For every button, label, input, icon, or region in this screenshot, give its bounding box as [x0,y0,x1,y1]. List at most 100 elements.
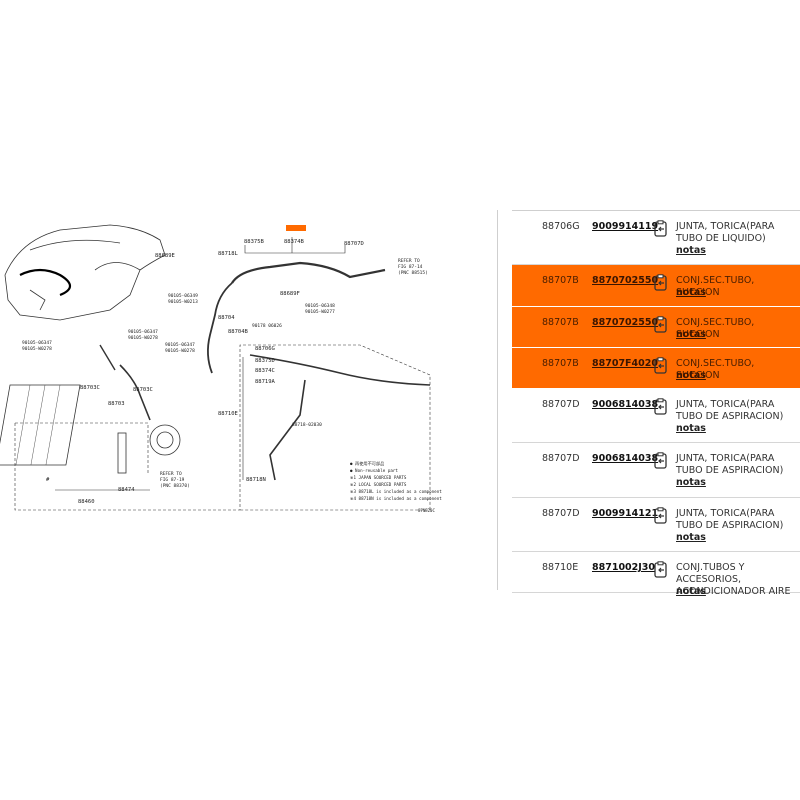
label-90105-w0278a: 90105-W0278 [128,335,158,341]
notes-link[interactable]: notas [676,423,706,434]
part-number-link[interactable]: 9009914121 [592,508,659,519]
label-88704: 88704 [218,315,235,321]
ref-code: 88710E [542,562,579,573]
label-88718-02030: 88718-02030 [292,422,322,428]
car-outline [4,224,166,321]
part-description: CONJ.SEC.TUBO, SUCCION [676,275,755,298]
part-number-link[interactable]: 9009914119 [592,221,659,232]
part-number-link[interactable]: 8870702550 [592,317,659,328]
car-wheel-arch [94,262,141,271]
notes-link[interactable]: notas [676,287,706,298]
label-90105-06348: 90105-06348 [305,303,335,309]
part-description: CONJ.SEC.TUBO, SUCCION [676,317,755,340]
condenser [0,384,81,466]
diagram-frame [14,344,431,511]
label-88710E: 88710E [218,411,238,417]
label-88374B: 88374B [284,239,305,245]
legend-line-6: ※4 88718N is included as a component [350,496,442,501]
callout-88707B [286,225,306,231]
label-90105-06347a: 90105-06347 [128,329,158,335]
label-90105-w0278b: 90105-W0278 [22,346,52,352]
parts-diagram: 88689E 88718L 88375B 88374B 88707D REFER… [0,224,442,513]
label-88707D: 88707D [344,241,364,247]
label-refer2b: FIG 87-19 [160,477,185,483]
part-number-link[interactable]: 8870702550 [592,275,659,286]
parts-row: 88707D 9006814038 JUNTA, TORICA(PARA TUBO … [512,389,800,443]
cart-add-icon[interactable] [652,561,670,579]
label-refer1c: (PNC 88515) [398,270,428,276]
label-88719A: 88719A [255,379,276,385]
part-number-link[interactable]: 88707F4020 [592,358,658,369]
ref-code: 88707B [542,358,579,369]
compressor [149,424,181,456]
ref-code: 88707D [542,508,580,519]
liquid-pipe [249,354,431,386]
label-88718N: 88718N [246,477,266,483]
panel-divider [497,210,498,590]
notes-link[interactable]: notas [676,329,706,340]
label-88374C: 88374C [255,368,275,374]
diagram-code: 87NE20C [418,508,435,513]
label-88704B: 88704B [228,329,249,335]
part-number-link[interactable]: 8871002J30 [592,562,656,573]
cart-add-icon[interactable] [652,316,670,334]
cart-add-icon[interactable] [652,398,670,416]
cart-add-icon[interactable] [652,357,670,375]
label-hash: # [46,477,50,483]
legend-line-5: ※3 88718L is included as a component [350,489,442,494]
legend-line-2: ● Non-reusable part [350,468,398,473]
part-description: JUNTA, TORICA(PARA TUBO DE ASPIRACION) [676,453,784,476]
label-88718L: 88718L [218,251,239,257]
label-88474: 88474 [118,487,135,493]
part-description: JUNTA, TORICA(PARA TUBO DE ASPIRACION) [676,508,784,531]
label-90105-w0278c: 90105-W0278 [165,348,195,354]
label-refer2a: REFER TO [160,471,182,477]
legend-line-1: ● 再使用不可部品 [350,460,384,467]
cart-add-icon[interactable] [652,274,670,292]
label-88703C-1: 88703C [80,385,100,391]
table-top-border [512,210,800,211]
ref-code: 88706G [542,221,580,232]
label-refer1b: FIG 87-14 [398,264,423,270]
ref-code: 88707D [542,399,580,410]
notes-link[interactable]: notas [676,477,706,488]
label-88689F: 88689F [280,291,300,297]
legend-line-4: ※2 LOCAL SOURCED PARTS [350,482,407,487]
label-90178: 90178 06026 [252,323,282,329]
part-number-link[interactable]: 9006814038 [592,399,659,410]
part-description: CONJ.SEC.TUBO, SUCCION [676,358,755,381]
label-90105-06347c: 90105-06347 [165,342,195,348]
label-88375B: 88375B [244,239,265,245]
label-88703C-2: 88703C [133,387,153,393]
label-90105-06347b: 90105-06347 [22,340,52,346]
cart-add-icon[interactable] [652,507,670,525]
ref-code: 88707D [542,453,580,464]
ref-code: 88707B [542,275,579,286]
label-90105-w0213: 90105-W0213 [168,299,198,305]
notes-link[interactable]: notas [676,586,706,597]
label-88703: 88703 [108,401,125,407]
suction-pipe [231,261,386,284]
cart-add-icon[interactable] [652,452,670,470]
part-description: JUNTA, TORICA(PARA TUBO DE LIQUIDO) [676,221,775,244]
cart-add-icon[interactable] [652,220,670,238]
part-number-link[interactable]: 9006814038 [592,453,659,464]
label-88706G: 88706G [255,346,275,352]
label-90105-06349: 90105-06349 [168,293,198,299]
label-88375D: 88375D [255,358,275,364]
label-90105-w0277: 90105-W0277 [305,309,335,315]
notes-link[interactable]: notas [676,532,706,543]
notes-link[interactable]: notas [676,370,706,381]
label-88460: 88460 [78,499,95,505]
part-description: JUNTA, TORICA(PARA TUBO DE ASPIRACION) [676,399,784,422]
parts-row: 88706G 9009914119 JUNTA, TORICA(PARA TUBO … [512,211,800,265]
parts-row: 88707D 9009914121 JUNTA, TORICA(PARA TUBO … [512,498,800,552]
ref-code: 88707B [542,317,579,328]
label-refer1a: REFER TO [398,258,420,264]
notes-link[interactable]: notas [676,245,706,256]
